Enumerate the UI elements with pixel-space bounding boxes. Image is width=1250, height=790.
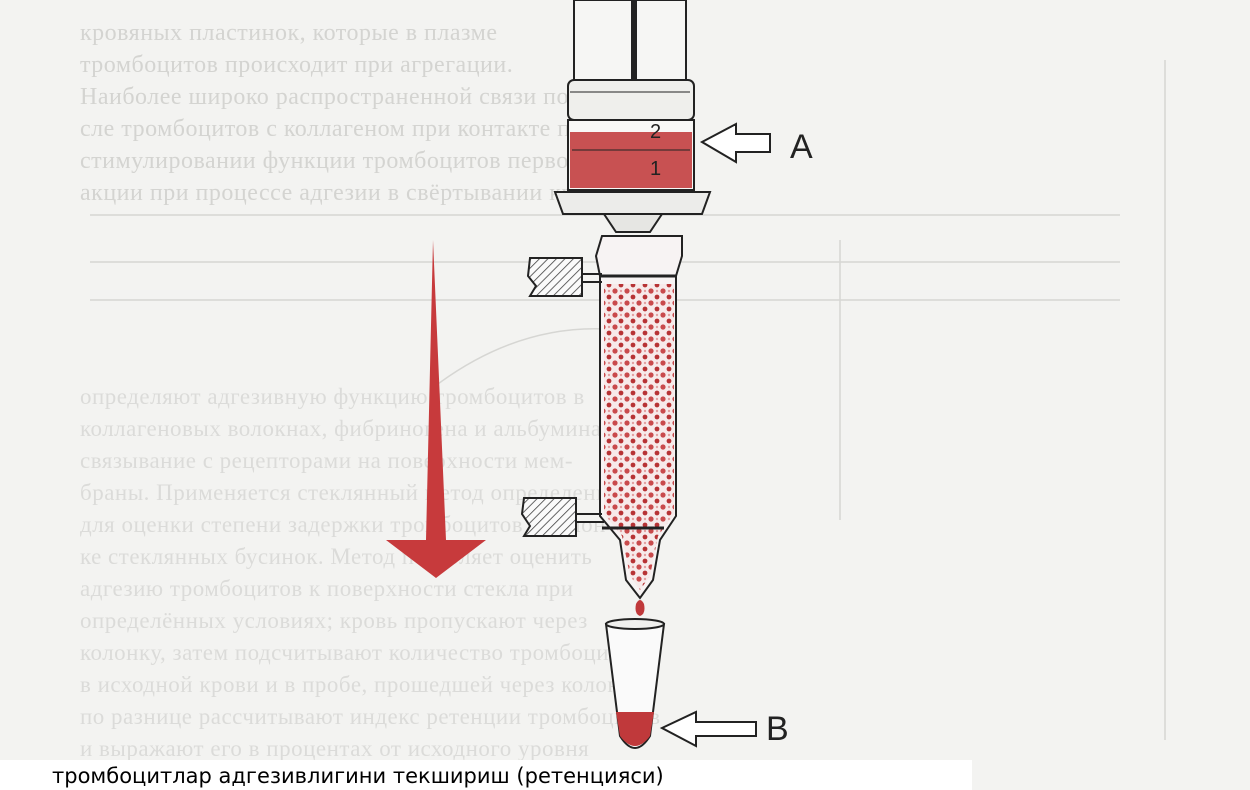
pointer-arrow-icon	[702, 124, 770, 162]
layer-label-lower: 1	[650, 158, 661, 180]
svg-text:тромбоцитов происходит при агр: тромбоцитов происходит при агрегации.	[80, 52, 513, 78]
layer-label-upper: 2	[650, 121, 661, 143]
svg-text:коллагеновых волокнах, фибрино: коллагеновых волокнах, фибриногена и аль…	[80, 416, 602, 441]
svg-text:сле тромбоцитов с коллагеном п: сле тромбоцитов с коллагеном при контакт…	[80, 116, 596, 142]
svg-text:определяют адгезивную функцию: определяют адгезивную функцию тромбоцито…	[80, 384, 585, 409]
pointer-label-b: B	[766, 710, 789, 748]
pointer-arrow-icon	[662, 712, 756, 746]
svg-text:адгезию тромбоцитов к поверхно: адгезию тромбоцитов к поверхности стекла…	[80, 576, 574, 601]
svg-text:по разнице рассчитывают индекс: по разнице рассчитывают индекс ретенции …	[80, 704, 661, 729]
svg-text:акции при процессе адгезии в с: акции при процессе адгезии в свёртывании…	[80, 180, 612, 206]
caption: тромбоцитлар адгезивлигини текшириш (рет…	[52, 764, 664, 788]
svg-text:и выражают его в процентах от: и выражают его в процентах от исходного …	[80, 736, 589, 761]
svg-text:ке стеклянных бусинок. Метод п: ке стеклянных бусинок. Метод позволяет о…	[80, 544, 592, 569]
svg-text:в исходной крови и в пробе, пр: в исходной крови и в пробе, прошедшей че…	[80, 672, 644, 697]
svg-text:связывание с рецепторами на по: связывание с рецепторами на поверхности …	[80, 448, 573, 473]
svg-text:стимулировании функции тромбоц: стимулировании функции тромбоцитов перво…	[80, 148, 621, 174]
syringe: 2 1	[555, 0, 710, 232]
svg-text:колонку, затем подсчитывают ко: колонку, затем подсчитывают количество т…	[80, 640, 643, 665]
svg-text:Наиболее широко распространенн: Наиболее широко распространенной связи п…	[80, 84, 578, 110]
pointer-label-a: A	[790, 128, 813, 166]
svg-text:определённых условиях; кровь п: определённых условиях; кровь пропускают …	[80, 608, 588, 633]
svg-text:кровяных пластинок, которые в: кровяных пластинок, которые в плазме	[80, 20, 498, 46]
